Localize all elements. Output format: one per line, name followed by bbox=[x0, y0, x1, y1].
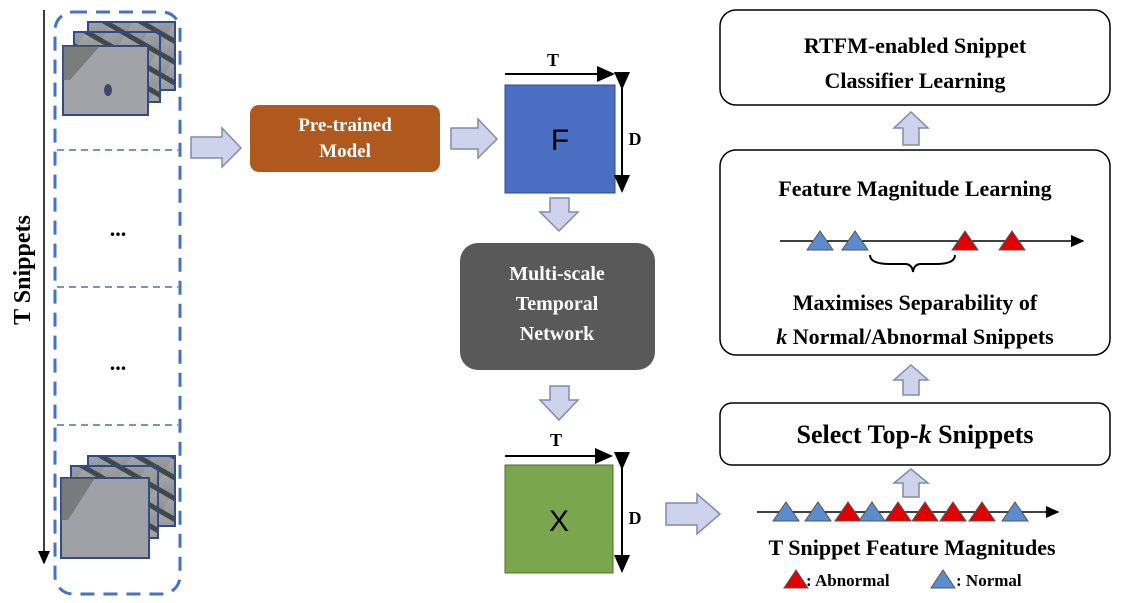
multi-scale-temporal-network-box: Multi-scale Temporal Network bbox=[460, 243, 655, 370]
arrow-right-icon bbox=[665, 492, 722, 536]
feature-x-block bbox=[504, 464, 614, 574]
fml-title: Feature Magnitude Learning bbox=[778, 176, 1051, 201]
d-dimension-label: D bbox=[629, 129, 642, 149]
normal-snippet-triangle bbox=[841, 230, 869, 251]
ellipsis: ... bbox=[110, 350, 127, 375]
t-dimension-label: T bbox=[547, 50, 559, 70]
feature-f-label: F bbox=[551, 124, 569, 157]
fml-triangles bbox=[806, 230, 1026, 251]
arrow-up-icon bbox=[892, 110, 930, 146]
ellipsis: ... bbox=[110, 216, 127, 241]
pretrained-model-box: Pre-trained Model bbox=[250, 105, 440, 172]
rtfm-line2: Classifier Learning bbox=[824, 68, 1005, 93]
feature-f-block bbox=[504, 84, 616, 194]
t-dimension-label: T bbox=[550, 430, 562, 450]
abnormal-legend-icon bbox=[783, 569, 809, 589]
abnormal-snippet-triangle bbox=[884, 501, 912, 522]
magnitude-triangles bbox=[772, 501, 1029, 522]
svg-text:Pre-trained: Pre-trained bbox=[298, 115, 392, 136]
fml-line1: Maximises Separability of bbox=[793, 290, 1038, 315]
abnormal-snippet-triangle bbox=[951, 230, 979, 251]
feature-x-label: X bbox=[549, 505, 569, 538]
svg-text:Model: Model bbox=[319, 141, 371, 162]
normal-snippet-triangle bbox=[806, 230, 834, 251]
video-frames-bottom bbox=[60, 455, 176, 559]
legend-normal: : Normal bbox=[956, 571, 1022, 590]
normal-snippet-triangle bbox=[804, 501, 832, 522]
select-topk-label: Select Top-k Snippets bbox=[797, 420, 1034, 449]
arrow-up-icon bbox=[892, 363, 930, 396]
arrow-down-icon bbox=[538, 385, 580, 422]
rtfm-classifier-box bbox=[719, 9, 1111, 106]
svg-text:Multi-scale: Multi-scale bbox=[509, 263, 605, 285]
normal-snippet-triangle bbox=[772, 501, 800, 522]
video-frames-top bbox=[62, 21, 176, 116]
abnormal-snippet-triangle bbox=[968, 501, 996, 522]
abnormal-snippet-triangle bbox=[911, 501, 939, 522]
legend-abnormal: : Abnormal bbox=[806, 571, 890, 590]
fml-line2: k Normal/Abnormal Snippets bbox=[776, 324, 1054, 349]
separability-brace bbox=[869, 254, 956, 273]
abnormal-snippet-triangle bbox=[998, 230, 1026, 251]
arrow-up-icon bbox=[891, 468, 931, 498]
normal-legend-icon bbox=[930, 569, 956, 589]
d-dimension-label: D bbox=[629, 508, 642, 528]
abnormal-snippet-triangle bbox=[939, 501, 967, 522]
t-snippets-label: T Snippets bbox=[10, 215, 36, 325]
svg-text:Network: Network bbox=[520, 323, 595, 345]
rtfm-line1: RTFM-enabled Snippet bbox=[804, 33, 1027, 58]
feature-magnitude-learning-box bbox=[719, 149, 1111, 356]
arrow-right-icon bbox=[450, 117, 499, 160]
select-topk-box bbox=[719, 402, 1111, 466]
svg-text:Temporal: Temporal bbox=[516, 293, 599, 315]
normal-snippet-triangle bbox=[1001, 501, 1029, 522]
magnitudes-caption: T Snippet Feature Magnitudes bbox=[768, 535, 1055, 560]
normal-snippet-triangle bbox=[858, 501, 886, 522]
snippet-container bbox=[53, 10, 182, 596]
arrow-down-icon bbox=[538, 197, 580, 233]
arrow-right-icon bbox=[190, 126, 243, 169]
abnormal-snippet-triangle bbox=[834, 501, 862, 522]
